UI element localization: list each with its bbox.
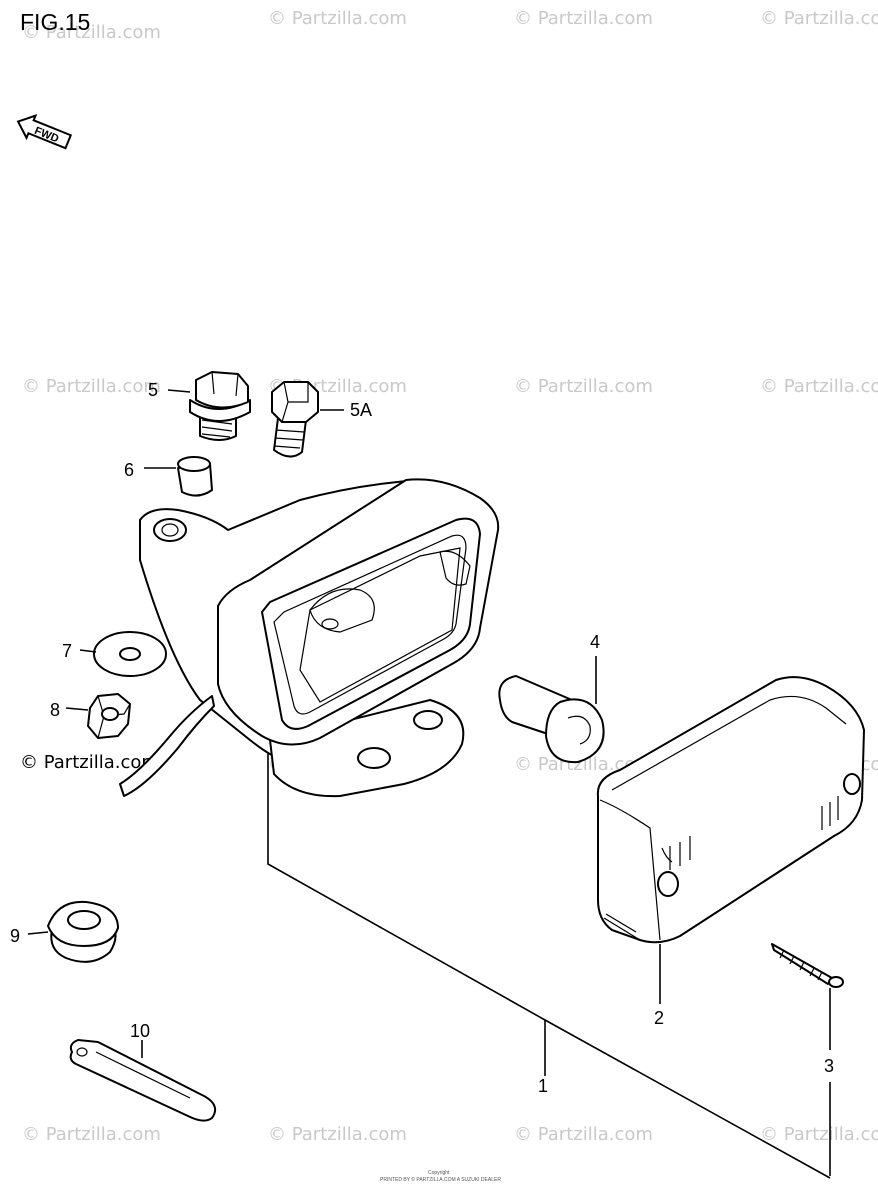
- callout-5a: 5A: [350, 400, 372, 420]
- callout-8: 8: [50, 700, 60, 720]
- callout-1: 1: [538, 1076, 548, 1096]
- part-5-bolt[interactable]: [189, 371, 251, 441]
- watermark: © Partzilla.com: [22, 1124, 161, 1145]
- part-2-lens[interactable]: [596, 676, 865, 944]
- part-10-clamp[interactable]: [69, 1039, 216, 1122]
- footer: Copyright PRINTED BY © PARTZILLA.COM A S…: [380, 1170, 501, 1183]
- watermark: © Partzilla.com: [514, 1124, 653, 1145]
- watermark: © Partzilla.com: [22, 22, 161, 43]
- callout-7: 7: [62, 641, 72, 661]
- watermark: © Partzilla.com: [514, 376, 653, 397]
- callout-4: 4: [590, 632, 600, 652]
- callout-3: 3: [824, 1056, 834, 1076]
- watermark: © Partzilla.com: [760, 8, 878, 29]
- watermark: © Partzilla.com: [760, 1124, 878, 1145]
- part-6-collar[interactable]: [177, 456, 213, 497]
- callout-5: 5: [148, 380, 158, 400]
- part-1-lamp-housing[interactable]: [119, 478, 500, 798]
- callout-2: 2: [654, 1008, 664, 1028]
- part-8-nut[interactable]: [87, 693, 131, 739]
- part-9-grommet[interactable]: [47, 900, 119, 963]
- part-5a-bolt[interactable]: [271, 381, 319, 458]
- part-3-screw[interactable]: [771, 943, 844, 988]
- callout-10: 10: [130, 1021, 150, 1041]
- callout-9: 9: [10, 926, 20, 946]
- fwd-arrow-icon: FWD: [16, 113, 73, 150]
- callouts: 5 5A 6 7 8 9 10 4 2 3 1: [10, 380, 834, 1096]
- leader-lines: [27, 389, 831, 1179]
- watermark: © Partzilla.com: [268, 8, 407, 29]
- footer-notice: PRINTED BY © PARTZILLA.COM A SUZUKI DEAL…: [380, 1176, 501, 1183]
- figure-title: FIG.15: [20, 9, 90, 35]
- watermark: © Partzilla.com: [760, 376, 878, 397]
- watermark: © Partzilla.com: [514, 8, 653, 29]
- watermark-dark: © Partzilla.com: [20, 752, 159, 773]
- callout-6: 6: [124, 460, 134, 480]
- watermark: © Partzilla.com: [22, 376, 161, 397]
- watermark: © Partzilla.com: [268, 1124, 407, 1145]
- footer-copyright: Copyright: [428, 1170, 450, 1176]
- part-4-bulb[interactable]: [498, 675, 605, 764]
- fwd-label: FWD: [33, 125, 61, 146]
- part-7-washer[interactable]: [93, 631, 167, 677]
